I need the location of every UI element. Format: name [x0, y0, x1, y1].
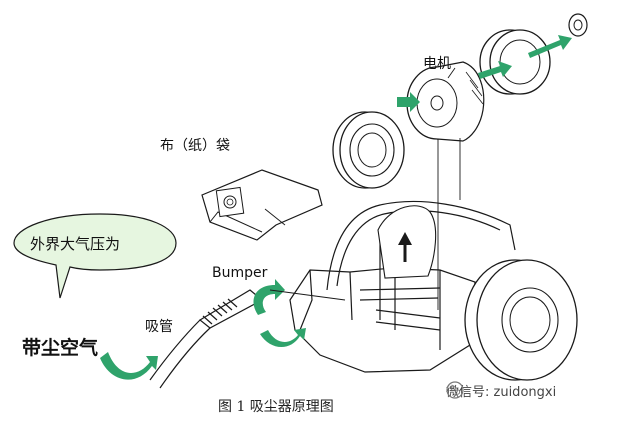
dust-bag [201, 169, 323, 241]
dusty-air-label: 带尘空气 [22, 337, 99, 359]
suction-tube-label: 吸管 [145, 319, 173, 335]
watermark: 微信号: zuidongxi [446, 381, 556, 400]
suction-hose [149, 289, 264, 389]
filter-disc-right [479, 29, 551, 95]
filter-disc-left [332, 111, 405, 189]
motor-label: 电机 [423, 56, 451, 72]
atmosphere-bubble-text: 外界大气压为 [30, 235, 121, 253]
wechat-icon [446, 381, 464, 399]
inner-flap [377, 205, 437, 279]
end-cap [568, 13, 588, 37]
watermark-text: 微信号: zuidongxi [446, 385, 557, 400]
motor-unit [406, 61, 485, 142]
rear-wheel [464, 259, 578, 381]
cloth-bag-label: 布（纸）袋 [160, 138, 230, 154]
figure-caption: 图 1 吸尘器原理图 [218, 399, 334, 415]
bumper-label: Bumper [212, 265, 268, 281]
vacuum-body [289, 200, 516, 373]
airflow-arrows-bottom [100, 279, 306, 380]
airflow-arrows-top [397, 35, 572, 112]
leader-lines [264, 67, 461, 310]
speech-bubble [13, 213, 177, 299]
